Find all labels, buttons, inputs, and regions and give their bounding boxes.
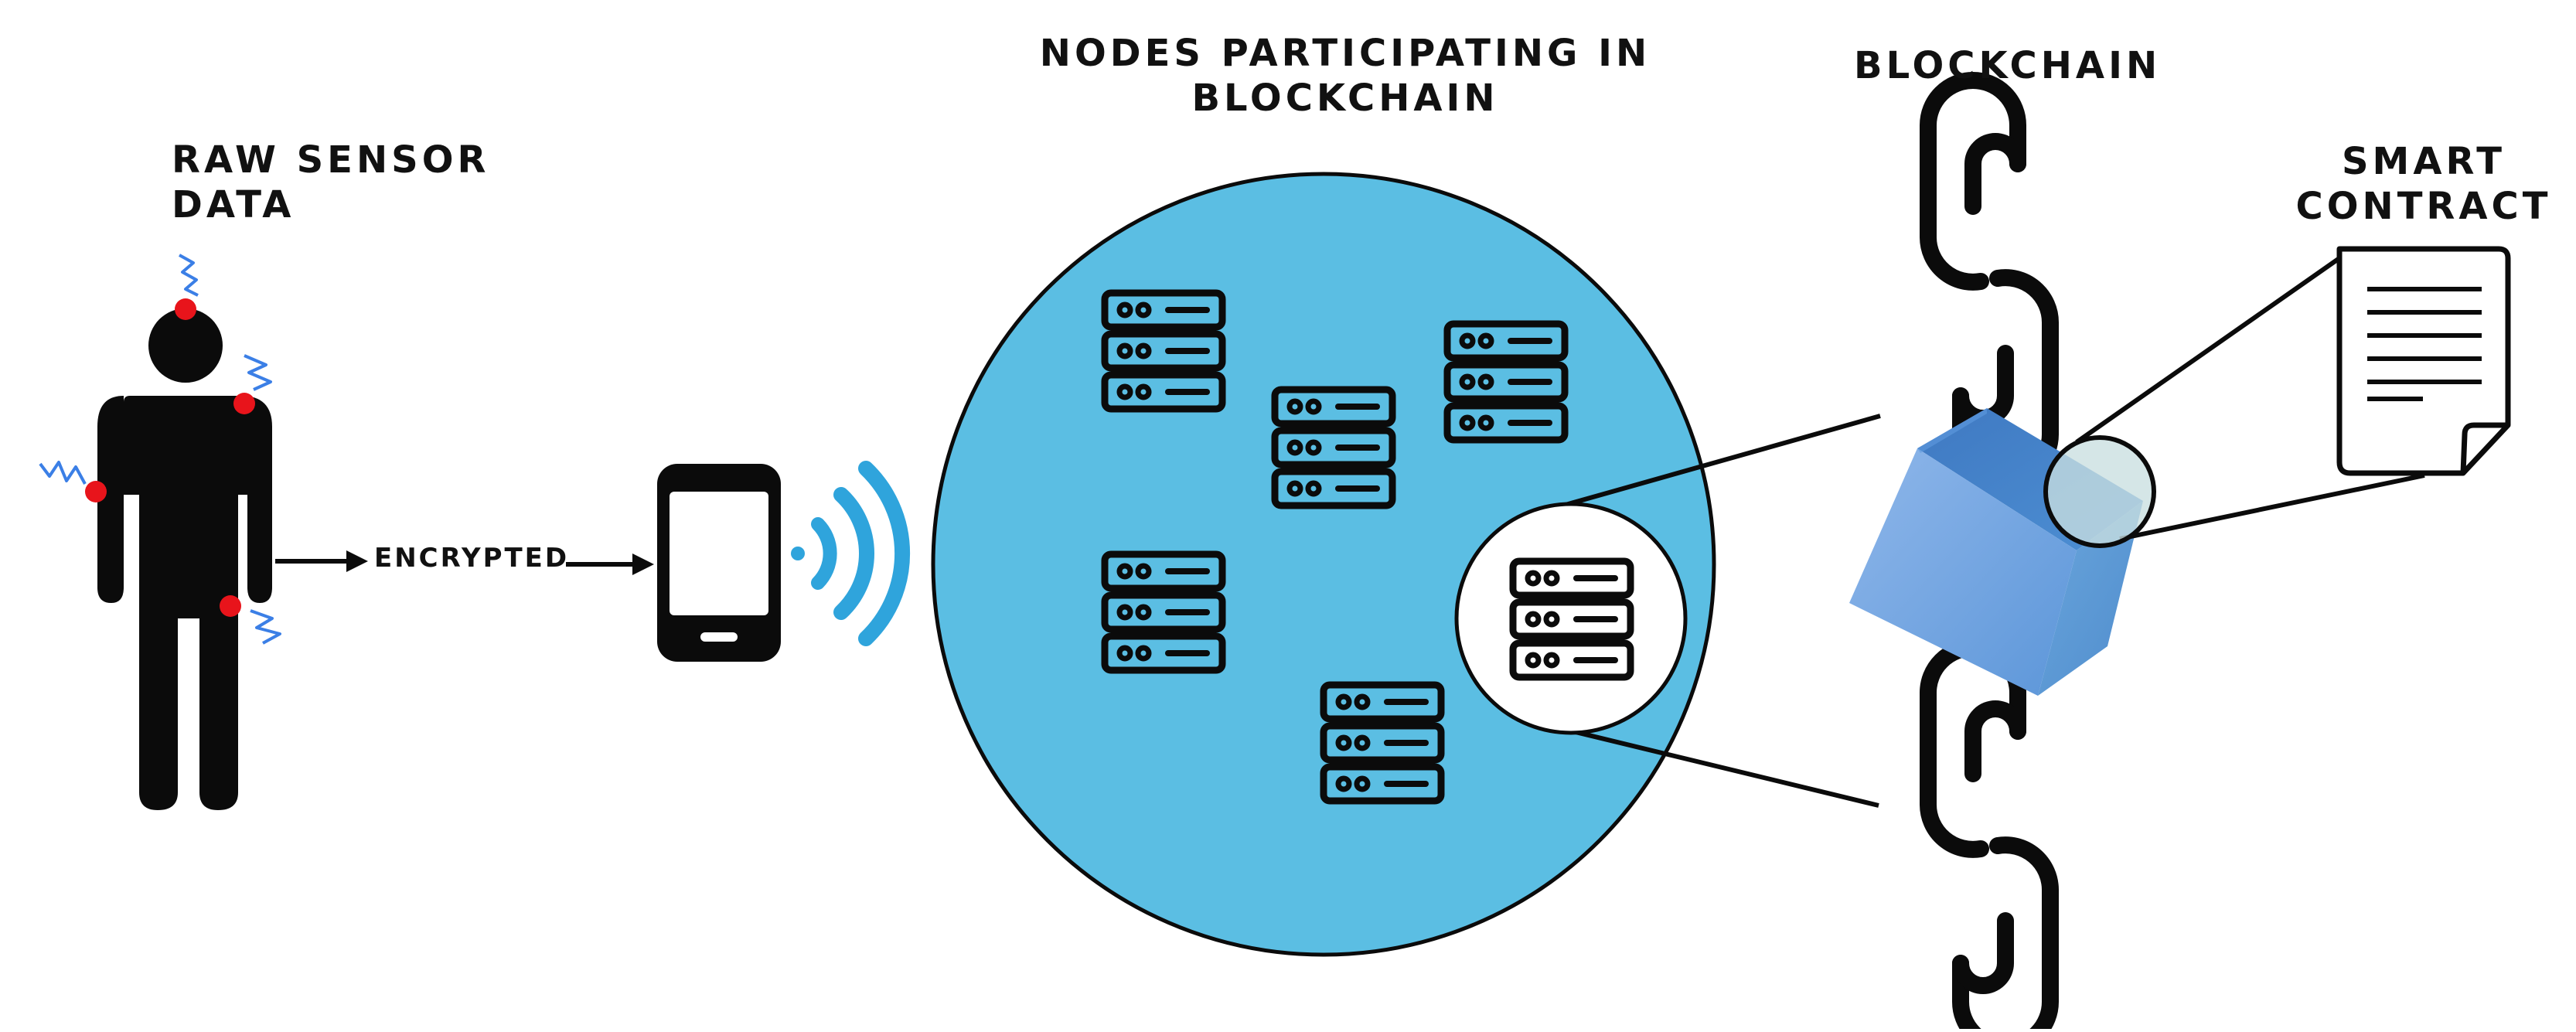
raw-sensor-label-line1: RAW SENSOR	[172, 138, 490, 182]
sensor-dots	[85, 298, 255, 617]
contract-zoom-lines	[2075, 256, 2425, 541]
chain-link-icon	[1928, 648, 2050, 1029]
person-icon	[97, 308, 272, 810]
arrow-to-encrypted	[275, 550, 368, 572]
nodes-label-line2: BLOCKCHAIN	[1191, 77, 1499, 120]
nodes-label-line1: NODES PARTICIPATING IN	[1039, 32, 1651, 75]
smart-contract-label: SMART CONTRACT	[2288, 139, 2559, 229]
blockchain-label: BLOCKCHAIN	[1854, 44, 2162, 87]
sensor-waves	[39, 254, 281, 645]
zoom-lines	[1559, 414, 1881, 808]
smartphone-icon	[657, 464, 781, 662]
nodes-label: NODES PARTICIPATING IN BLOCKCHAIN	[1021, 31, 1670, 121]
encrypted-label: ENCRYPTED	[374, 543, 570, 574]
smart-contract-label-line2: CONTRACT	[2295, 185, 2552, 228]
smart-contract-label-line1: SMART	[2341, 140, 2506, 183]
document-icon	[2336, 246, 2511, 476]
raw-sensor-data-label: RAW SENSOR DATA	[172, 138, 489, 227]
wifi-signal-icon	[791, 461, 911, 646]
magnifier-icon	[2043, 435, 2156, 548]
arrow-to-phone	[566, 553, 654, 575]
raw-sensor-label-line2: DATA	[172, 183, 295, 226]
highlighted-node	[1454, 502, 1688, 735]
